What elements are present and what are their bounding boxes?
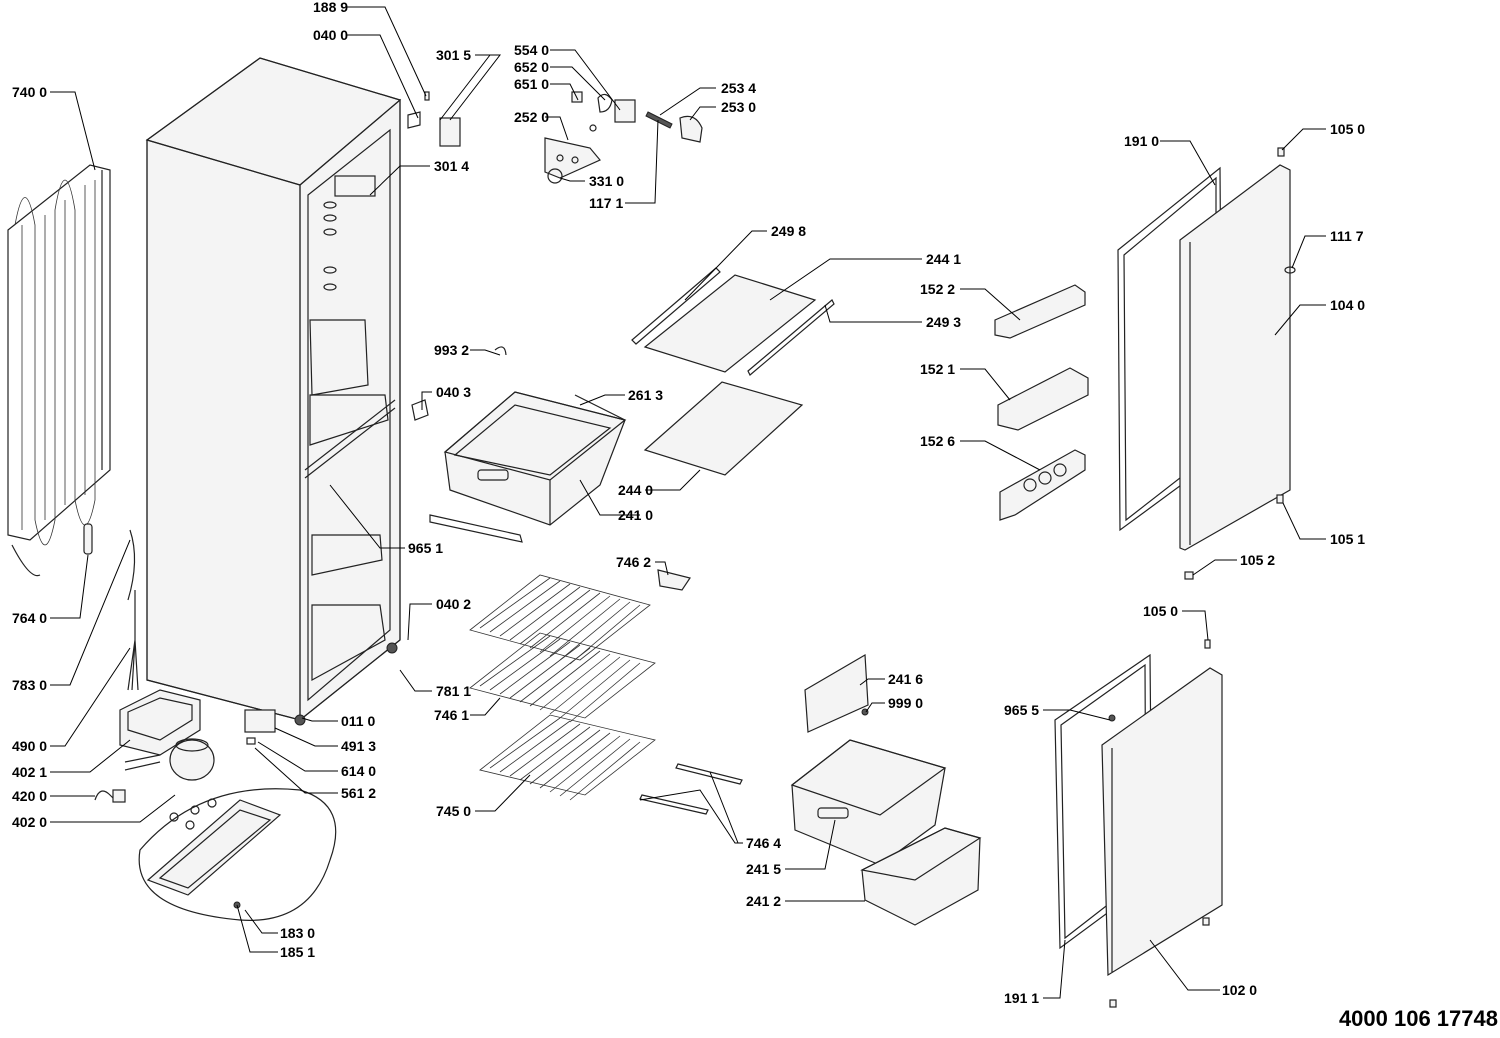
part-label: 040 2 [436,596,471,612]
part-label: 614 0 [341,763,376,779]
control-panel-parts [407,91,703,184]
part-label: 191 1 [1004,990,1039,1006]
part-label: 965 1 [408,540,443,556]
part-label: 104 0 [1330,297,1365,313]
part-label: 491 3 [341,738,376,754]
compressor-area [94,689,276,830]
part-label: 554 0 [514,42,549,58]
part-label: 965 5 [1004,702,1039,718]
part-label: 105 2 [1240,552,1275,568]
part-label: 999 0 [888,695,923,711]
door-balconies [994,284,1089,521]
part-label: 249 8 [771,223,806,239]
part-label: 301 5 [436,47,471,63]
part-label: 783 0 [12,677,47,693]
part-label: 561 2 [341,785,376,801]
part-label: 105 0 [1143,603,1178,619]
compressor-base-plate [138,788,337,921]
wire-shelves [469,569,743,815]
freezer-drawer-upper [411,346,627,543]
part-label: 241 5 [746,861,781,877]
part-label: 102 0 [1222,982,1257,998]
part-label: 241 6 [888,671,923,687]
part-label: 188 9 [313,0,348,15]
leader-lines [50,6,1326,999]
drier-filter [83,523,93,555]
part-label: 105 1 [1330,531,1365,547]
part-label: 111 7 [1330,228,1364,244]
part-label: 261 3 [628,387,663,403]
part-label: 402 1 [12,764,47,780]
part-label: 993 2 [434,342,469,358]
freezer-drawers-lower [790,653,982,926]
part-label: 152 1 [920,361,955,377]
part-label: 105 0 [1330,121,1365,137]
part-label: 185 1 [280,944,315,960]
document-number: 4000 106 17748 [1338,1006,1498,1031]
glass-shelves [631,267,835,476]
part-label: 781 1 [436,683,471,699]
capillary-tube [127,529,136,601]
condenser-coil [7,164,111,577]
part-label: 152 6 [920,433,955,449]
part-label: 152 2 [920,281,955,297]
part-label: 117 1 [589,195,623,211]
upper-door [1117,147,1296,580]
part-label: 253 4 [721,80,756,96]
part-label: 040 3 [436,384,471,400]
part-label: 252 0 [514,109,549,125]
part-label: 253 0 [721,99,756,115]
part-label: 040 0 [313,27,348,43]
part-label: 011 0 [341,713,375,729]
part-label: 241 2 [746,893,781,909]
part-label: 420 0 [12,788,47,804]
power-cable [127,590,139,691]
part-label: 301 4 [434,158,469,174]
part-label: 746 2 [616,554,651,570]
part-label: 764 0 [12,610,47,626]
part-label: 191 0 [1124,133,1159,149]
part-label: 746 4 [746,835,781,851]
part-label: 746 1 [434,707,469,723]
part-label: 183 0 [280,925,315,941]
part-label: 244 1 [926,251,961,267]
lower-door [1054,639,1223,1008]
cabinet [145,57,402,726]
part-label: 651 0 [514,76,549,92]
part-label: 490 0 [12,738,47,754]
part-label: 249 3 [926,314,961,330]
part-label: 402 0 [12,814,47,830]
part-label: 652 0 [514,59,549,75]
part-label: 331 0 [589,173,624,189]
part-label: 241 0 [618,507,653,523]
part-label: 745 0 [436,803,471,819]
part-number-labels: 188 9 040 0 301 5 740 0 301 4 554 0 652 … [12,0,1365,1006]
part-label: 740 0 [12,84,47,100]
part-label: 244 0 [618,482,653,498]
